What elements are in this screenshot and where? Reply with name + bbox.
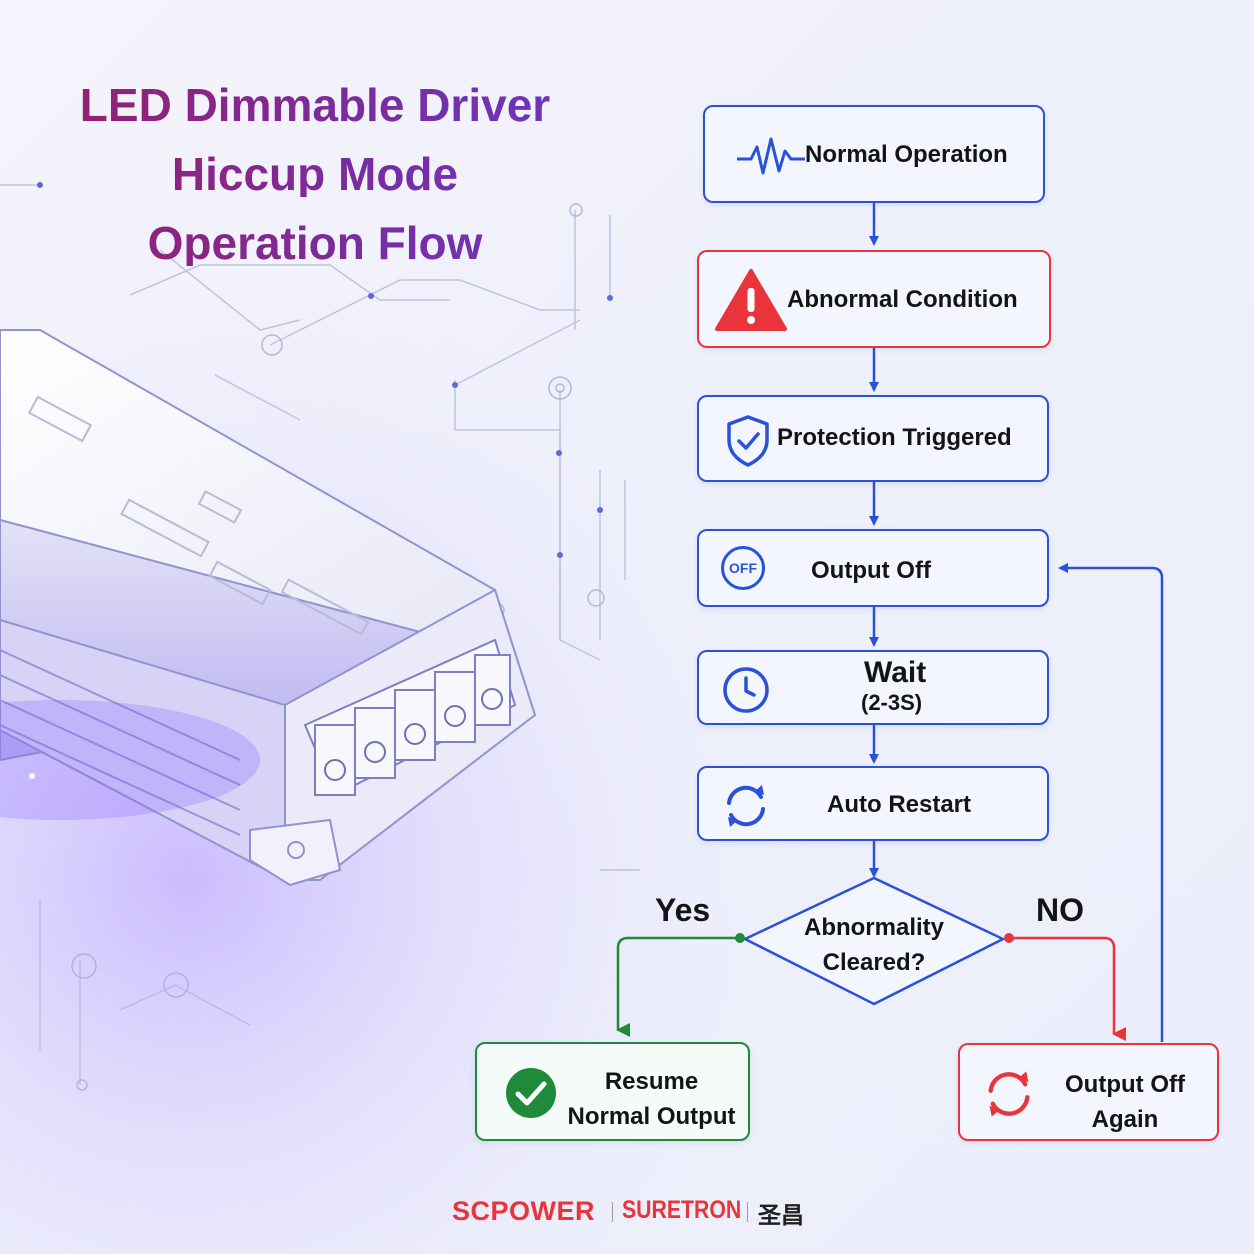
- output-off-again-label: Output Off Again: [1050, 1067, 1200, 1137]
- resume-line-2: Normal Output: [567, 1103, 736, 1130]
- footer-divider: [747, 1202, 748, 1222]
- title-line-2: Hiccup Mode: [20, 151, 610, 197]
- output-off-label: Output Off: [811, 557, 931, 584]
- output-off-again-line-1: Output Off: [1065, 1071, 1185, 1098]
- resume-label: Resume Normal Output: [559, 1064, 744, 1134]
- title-line-3: Operation Flow: [20, 220, 610, 266]
- output-off-again-line-2: Again: [1091, 1106, 1159, 1133]
- decision-line-1: Abnormality: [803, 914, 944, 941]
- output-off-again-box: Output Off Again: [958, 1043, 1219, 1141]
- decision-line-2: Cleared?: [822, 949, 926, 976]
- normal-operation-box: Normal Operation: [703, 105, 1045, 203]
- shield-check-icon: [727, 415, 769, 467]
- off-icon: OFF: [721, 546, 765, 590]
- output-off-box: OFF Output Off: [697, 529, 1049, 607]
- warning-icon: [715, 269, 787, 331]
- no-label: NO: [1036, 892, 1084, 928]
- wait-duration: (2-3S): [861, 690, 923, 715]
- title-line-1: LED Dimmable Driver: [20, 82, 610, 128]
- wait-box: Wait (2-3S): [697, 650, 1049, 725]
- refresh-icon: [727, 785, 765, 827]
- brand-suretron: SURETRON: [622, 1196, 742, 1224]
- wait-label: Wait: [864, 656, 927, 689]
- resume-normal-output-box: Resume Normal Output: [475, 1042, 750, 1141]
- protection-triggered-label: Protection Triggered: [777, 424, 1012, 451]
- protection-triggered-box: Protection Triggered: [697, 395, 1049, 482]
- refresh-red-icon: [988, 1071, 1030, 1117]
- clock-icon: [723, 667, 769, 713]
- resume-line-1: Resume: [604, 1068, 699, 1095]
- auto-restart-label: Auto Restart: [827, 791, 972, 818]
- abnormal-condition-box: Abnormal Condition: [697, 250, 1051, 348]
- footer-logos: SCPOWER SURETRON 圣昌: [452, 1196, 812, 1229]
- abnormal-condition-label: Abnormal Condition: [787, 286, 1018, 313]
- decision-label: Abnormality Cleared?: [774, 910, 974, 980]
- yes-label: Yes: [655, 892, 711, 928]
- waveform-icon: [737, 137, 805, 175]
- brand-chinese: 圣昌: [758, 1202, 804, 1229]
- normal-operation-label: Normal Operation: [805, 141, 1008, 168]
- footer-divider: [612, 1202, 613, 1222]
- check-circle-icon: [506, 1068, 556, 1118]
- brand-scpower: SCPOWER: [452, 1196, 596, 1226]
- auto-restart-box: Auto Restart: [697, 766, 1049, 841]
